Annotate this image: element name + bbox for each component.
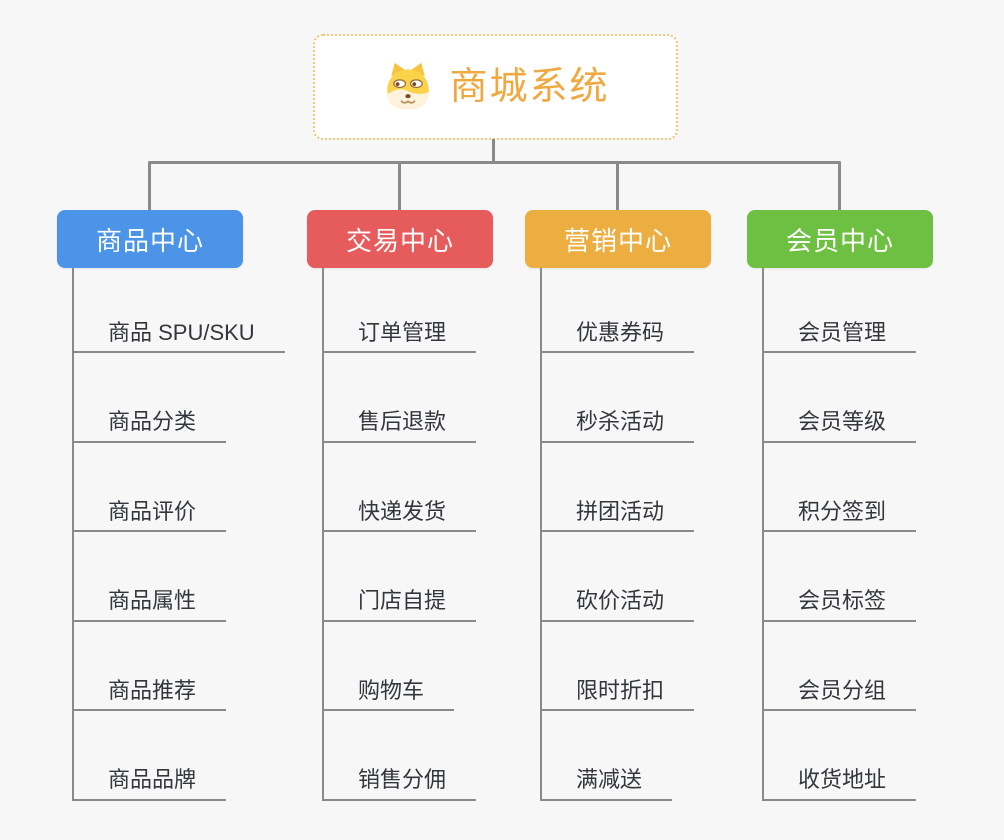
mindmap-item-label: 拼团活动 bbox=[576, 498, 665, 524]
connector-drop-line bbox=[616, 162, 619, 210]
branch-item-list: 会员管理会员等级积分签到会员标签会员分组收货地址 bbox=[762, 268, 917, 801]
connector-root-stub bbox=[492, 139, 495, 163]
mindmap-item-label: 商品 SPU/SKU bbox=[108, 319, 255, 345]
mindmap-item[interactable]: 门店自提 bbox=[324, 532, 477, 622]
root-title: 商城系统 bbox=[449, 66, 610, 108]
mindmap-item-label: 商品属性 bbox=[108, 588, 197, 614]
mindmap-item-label: 商品品牌 bbox=[108, 767, 197, 793]
mindmap-item-label: 销售分佣 bbox=[358, 767, 447, 793]
branch-item-list: 优惠券码秒杀活动拼团活动砍价活动限时折扣满减送 bbox=[540, 268, 695, 801]
mindmap-item[interactable]: 商品评价 bbox=[74, 443, 227, 532]
mindmap-item-label: 收货地址 bbox=[798, 767, 887, 793]
mindmap-item-label: 砍价活动 bbox=[576, 588, 665, 614]
mindmap-item[interactable]: 积分签到 bbox=[764, 443, 917, 532]
mindmap-item-label: 会员分组 bbox=[798, 677, 887, 703]
doge-icon bbox=[387, 62, 430, 110]
mindmap-item[interactable]: 限时折扣 bbox=[542, 622, 695, 711]
mindmap-item[interactable]: 订单管理 bbox=[324, 268, 477, 353]
branch-box[interactable]: 营销中心 bbox=[525, 210, 711, 268]
mindmap-item-label: 商品分类 bbox=[108, 409, 197, 435]
connector-bus-line bbox=[148, 161, 841, 164]
mindmap-item[interactable]: 砍价活动 bbox=[542, 532, 695, 622]
mindmap-item[interactable]: 销售分佣 bbox=[324, 711, 477, 801]
mindmap-item-label: 会员标签 bbox=[798, 588, 887, 614]
mindmap-item[interactable]: 商品 SPU/SKU bbox=[74, 268, 285, 353]
mindmap-item[interactable]: 优惠券码 bbox=[542, 268, 695, 353]
mindmap-item-label: 满减送 bbox=[576, 767, 643, 793]
mindmap-item-label: 秒杀活动 bbox=[576, 409, 665, 435]
mindmap-item-label: 限时折扣 bbox=[576, 677, 665, 703]
branch-item-list: 订单管理售后退款快递发货门店自提购物车销售分佣 bbox=[322, 268, 477, 801]
mindmap-item[interactable]: 购物车 bbox=[324, 622, 455, 711]
mindmap-item[interactable]: 会员标签 bbox=[764, 532, 917, 622]
mindmap-item-label: 售后退款 bbox=[358, 409, 447, 435]
mindmap-item-label: 积分签到 bbox=[798, 498, 887, 524]
connector-drop-line bbox=[838, 162, 841, 210]
branch-item-list: 商品 SPU/SKU 商品分类商品评价商品属性商品推荐商品品牌 bbox=[72, 268, 285, 801]
connector-drop-line bbox=[148, 162, 151, 210]
mindmap-item[interactable]: 会员等级 bbox=[764, 353, 917, 443]
mindmap-item[interactable]: 秒杀活动 bbox=[542, 353, 695, 443]
mindmap-item[interactable]: 商品分类 bbox=[74, 353, 227, 443]
branch-column: 商品中心 商品 SPU/SKU 商品分类商品评价商品属性商品推荐商品品牌 bbox=[57, 210, 297, 801]
branch-column: 会员中心 会员管理会员等级积分签到会员标签会员分组收货地址 bbox=[747, 210, 987, 801]
mindmap-item-label: 购物车 bbox=[358, 677, 425, 703]
branch-box[interactable]: 会员中心 bbox=[747, 210, 933, 268]
mindmap-item-label: 快递发货 bbox=[358, 498, 447, 524]
mindmap-item[interactable]: 会员管理 bbox=[764, 268, 917, 353]
branch-box[interactable]: 交易中心 bbox=[307, 210, 493, 268]
mindmap-item-label: 会员管理 bbox=[798, 319, 887, 345]
mindmap-item-label: 会员等级 bbox=[798, 409, 887, 435]
mindmap-item[interactable]: 快递发货 bbox=[324, 443, 477, 532]
mindmap-item[interactable]: 商品推荐 bbox=[74, 622, 227, 711]
mindmap-item[interactable]: 商品品牌 bbox=[74, 711, 227, 801]
mindmap-item[interactable]: 收货地址 bbox=[764, 711, 917, 801]
branch-box[interactable]: 商品中心 bbox=[57, 210, 243, 268]
mindmap-item[interactable]: 满减送 bbox=[542, 711, 673, 801]
root-node[interactable]: 商城系统 bbox=[313, 34, 678, 140]
branch-column: 交易中心 订单管理售后退款快递发货门店自提购物车销售分佣 bbox=[307, 210, 547, 801]
mindmap-item[interactable]: 商品属性 bbox=[74, 532, 227, 622]
branch-column: 营销中心 优惠券码秒杀活动拼团活动砍价活动限时折扣满减送 bbox=[525, 210, 765, 801]
connector-drop-line bbox=[398, 162, 401, 210]
mindmap-item[interactable]: 拼团活动 bbox=[542, 443, 695, 532]
mindmap-item[interactable]: 售后退款 bbox=[324, 353, 477, 443]
mindmap-item-label: 门店自提 bbox=[358, 588, 447, 614]
mindmap-item-label: 订单管理 bbox=[358, 319, 447, 345]
mindmap-item-label: 商品推荐 bbox=[108, 677, 197, 703]
mindmap-item[interactable]: 会员分组 bbox=[764, 622, 917, 711]
mindmap-item-label: 优惠券码 bbox=[576, 319, 665, 345]
mindmap-item-label: 商品评价 bbox=[108, 498, 197, 524]
